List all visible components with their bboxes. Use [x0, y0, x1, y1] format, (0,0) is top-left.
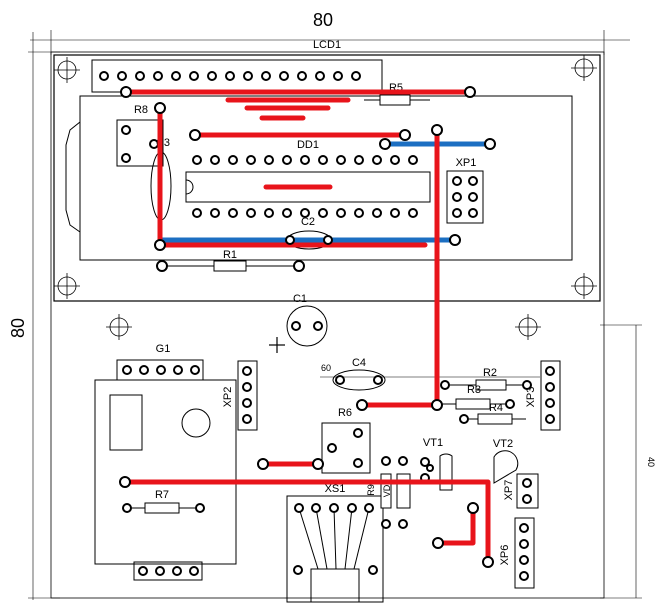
battery-window [109, 394, 143, 451]
board-outline [50, 51, 605, 599]
c4-label: C4 [352, 357, 366, 369]
xp3-body [540, 360, 561, 431]
c1-body [286, 305, 328, 347]
r7-body [144, 502, 180, 514]
r9-label: R9 [366, 484, 376, 496]
height-dimension: 80 [8, 318, 28, 338]
vt1-body [439, 453, 453, 491]
xp6-label: XP6 [499, 545, 511, 566]
trace-pads [119, 86, 532, 568]
battery-block [94, 379, 237, 565]
lcd-glass [79, 95, 573, 261]
side-dimension: 40 [646, 457, 656, 467]
vd-body [396, 473, 411, 509]
dd1-label: DD1 [297, 139, 319, 151]
c2-label: C2 [301, 216, 315, 228]
r8-pins [121, 125, 159, 163]
r9-vd-pins [381, 456, 408, 529]
r8-label: R8 [134, 104, 148, 116]
xp1-label: XP1 [456, 157, 477, 169]
xp3-pins [545, 366, 555, 424]
c1-label: C1 [293, 293, 307, 305]
dd1-notch [185, 179, 194, 195]
c1-plus [269, 337, 285, 353]
g1-label: G1 [156, 343, 171, 355]
vt2-body [493, 450, 519, 484]
xp3-label: XP3 [525, 387, 537, 408]
xp2-label: XP2 [222, 387, 234, 408]
r7-label: R7 [155, 489, 169, 501]
lcd-bracket [65, 121, 81, 233]
r1-body [213, 260, 247, 272]
r5-body [379, 94, 411, 106]
xs1-label: XS1 [325, 483, 346, 495]
r1-label: R1 [223, 249, 237, 261]
xs1-latch [310, 568, 360, 603]
xs1-pins [293, 503, 378, 575]
vt2-label: VT2 [493, 438, 513, 450]
r4-body [477, 413, 513, 425]
xp1-pins [452, 176, 478, 218]
dd1-pins [192, 155, 418, 218]
r2-label: R2 [483, 367, 497, 379]
g1-pins [122, 365, 200, 375]
dd1-body [185, 171, 431, 203]
r6-pins [327, 428, 363, 468]
vt1-label: VT1 [423, 437, 443, 449]
c4-body [332, 369, 386, 391]
xp2-body [237, 360, 258, 431]
r3-label: R3 [467, 384, 481, 396]
r9-body [380, 473, 392, 509]
inner-dimension: 60 [321, 363, 331, 373]
width-dimension: 80 [313, 10, 333, 30]
battery-dot [181, 408, 211, 438]
lcd-label: LCD1 [313, 39, 341, 51]
xp6-body [514, 517, 535, 589]
bottom-header [133, 561, 203, 581]
xp7-label: XP7 [503, 480, 515, 501]
xp7-body [516, 473, 539, 509]
bottom-header-pins [138, 566, 199, 576]
xs1-leads [298, 507, 370, 570]
lcd-module [53, 54, 601, 302]
r3-body [455, 398, 491, 410]
xp1-body [446, 170, 484, 224]
xp6-pins [519, 523, 529, 581]
dimension-lines [28, 30, 642, 600]
mounting-holes [54, 55, 597, 340]
r8-body [116, 119, 164, 167]
r6-label: R6 [338, 407, 352, 419]
r4-label: R4 [489, 402, 503, 414]
r6-body [321, 422, 371, 474]
xp2-pins [242, 366, 252, 424]
vd-label: VD [382, 484, 392, 497]
lcd-header-pins [99, 71, 361, 81]
xp7-pins [522, 478, 532, 504]
